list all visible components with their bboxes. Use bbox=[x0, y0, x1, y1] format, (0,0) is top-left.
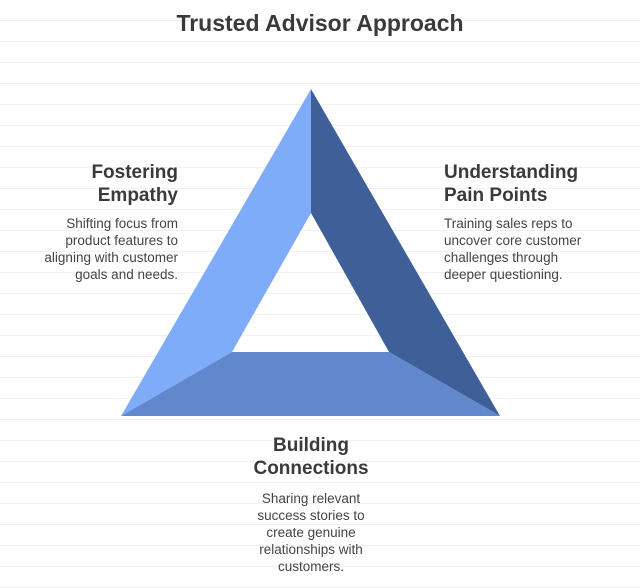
desc-line: create genuine bbox=[266, 525, 356, 540]
heading-line: Fostering bbox=[91, 162, 178, 183]
triangle-right-face bbox=[311, 89, 500, 416]
desc-building-connections: Sharing relevant success stories to crea… bbox=[211, 490, 411, 575]
desc-line: Training sales reps to bbox=[444, 216, 573, 231]
desc-line: product features to bbox=[65, 233, 178, 248]
heading-fostering-empathy: Fostering Empathy bbox=[40, 161, 178, 207]
desc-line: success stories to bbox=[257, 508, 365, 523]
triangle-bottom-face bbox=[121, 352, 500, 416]
desc-fostering-empathy: Shifting focus from product features to … bbox=[20, 215, 178, 283]
page-title: Trusted Advisor Approach bbox=[176, 10, 464, 36]
heading-line: Empathy bbox=[97, 185, 178, 206]
desc-line: deeper questioning. bbox=[444, 267, 563, 282]
heading-line: Connections bbox=[253, 458, 369, 479]
heading-line: Pain Points bbox=[444, 185, 548, 206]
heading-line: Building bbox=[273, 435, 349, 456]
heading-understanding-pain-points: Understanding Pain Points bbox=[444, 161, 624, 207]
desc-line: customers. bbox=[277, 559, 345, 574]
desc-line: uncover core customer bbox=[444, 233, 582, 248]
desc-line: relationships with bbox=[259, 542, 363, 557]
heading-line: Understanding bbox=[444, 162, 579, 183]
triangle-left-face bbox=[121, 89, 311, 416]
desc-line: goals and needs. bbox=[75, 267, 178, 282]
desc-line: aligning with customer bbox=[44, 250, 178, 265]
desc-line: Shifting focus from bbox=[66, 216, 178, 231]
heading-building-connections: Building Connections bbox=[211, 434, 411, 480]
desc-understanding-pain-points: Training sales reps to uncover core cust… bbox=[444, 215, 624, 283]
desc-line: Sharing relevant bbox=[261, 491, 361, 506]
desc-line: challenges through bbox=[444, 250, 559, 265]
